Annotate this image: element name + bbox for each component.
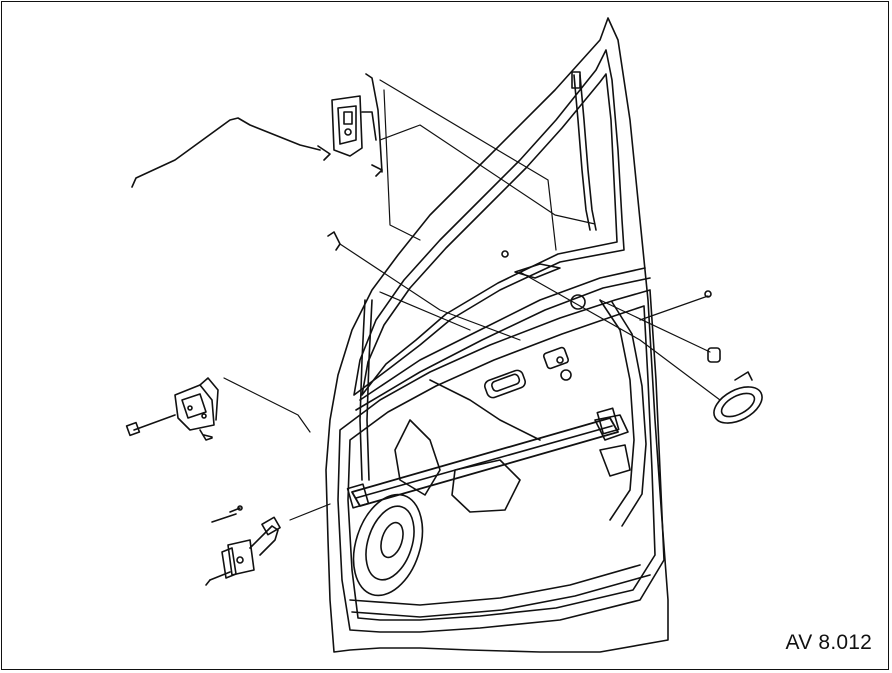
speaker	[352, 493, 424, 597]
door-check-strap	[211, 513, 281, 556]
door-shell	[325, 17, 669, 653]
inner-handle	[707, 347, 763, 424]
leader-lines	[223, 79, 721, 521]
trim-clips	[327, 231, 712, 298]
window-guide-channel	[571, 71, 597, 231]
lock-rod	[131, 117, 331, 188]
lower-hinge	[205, 539, 255, 586]
upper-hinge	[125, 377, 219, 441]
door-lock	[331, 73, 383, 177]
window-regulator	[346, 299, 620, 509]
bolts	[203, 434, 243, 513]
figure-code-label: AV 8.012	[785, 631, 872, 654]
